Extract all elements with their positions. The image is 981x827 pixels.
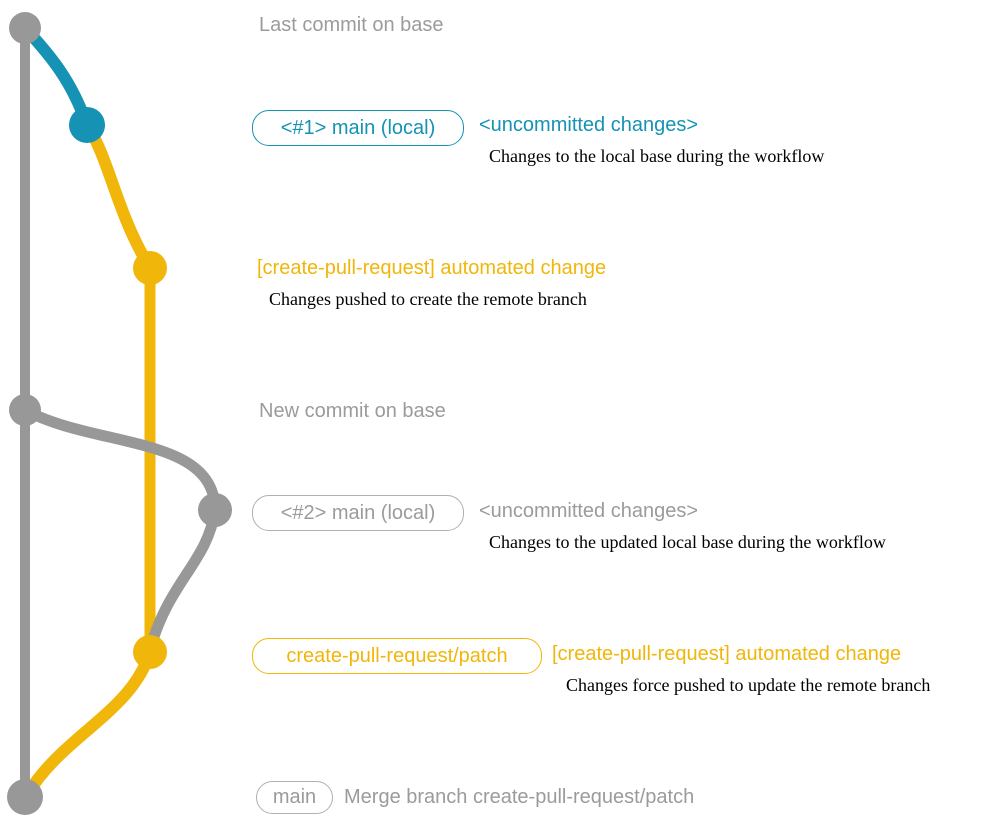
uncommitted-branch-line-2 [19, 404, 221, 516]
branch-badge-main: main [256, 781, 333, 814]
commit-node-new-base [9, 394, 41, 426]
branch-badge-main-label: main [272, 786, 317, 808]
commit-node-merge [7, 779, 43, 815]
commit-node-uncommitted-2 [198, 493, 232, 527]
desc-local-base-changes: Changes to the local base during the wor… [489, 146, 825, 166]
branch-badge-main-local-1-label: <#1> main (local) [280, 116, 436, 139]
label-last-commit-on-base: Last commit on base [259, 14, 444, 36]
commit-node-last-base [9, 12, 41, 44]
pr-merge-curve [21, 646, 156, 801]
desc-changes-force-pushed: Changes force pushed to update the remot… [566, 675, 931, 695]
branch-badge-main-local-2: <#2> main (local) [252, 495, 464, 531]
branch-badge-create-pull-request-patch-label: create-pull-request/patch [286, 644, 508, 667]
desc-updated-local-base-changes: Changes to the updated local base during… [489, 532, 886, 552]
commit-node-pr-1 [133, 251, 167, 285]
commit-node-uncommitted-1 [69, 107, 105, 143]
note-automated-change-2: [create-pull-request] automated change [552, 643, 902, 665]
pr-branch-curve-top [81, 119, 156, 274]
label-new-commit-on-base: New commit on base [259, 400, 446, 422]
branch-badge-main-local-1: <#1> main (local) [252, 110, 464, 146]
git-graph [7, 12, 232, 815]
commit-node-pr-2 [133, 635, 167, 669]
branch-badge-create-pull-request-patch: create-pull-request/patch [252, 638, 542, 674]
rebase-merge-curve [144, 504, 221, 656]
branch-badge-main-local-2-label: <#2> main (local) [280, 501, 436, 524]
note-automated-change-1: [create-pull-request] automated change [257, 257, 607, 279]
note-uncommitted-changes-1: <uncommitted changes> [479, 114, 699, 136]
desc-changes-pushed: Changes pushed to create the remote bran… [269, 289, 587, 309]
note-uncommitted-changes-2: <uncommitted changes> [479, 500, 699, 522]
note-merge-branch: Merge branch create-pull-request/patch [344, 786, 695, 808]
